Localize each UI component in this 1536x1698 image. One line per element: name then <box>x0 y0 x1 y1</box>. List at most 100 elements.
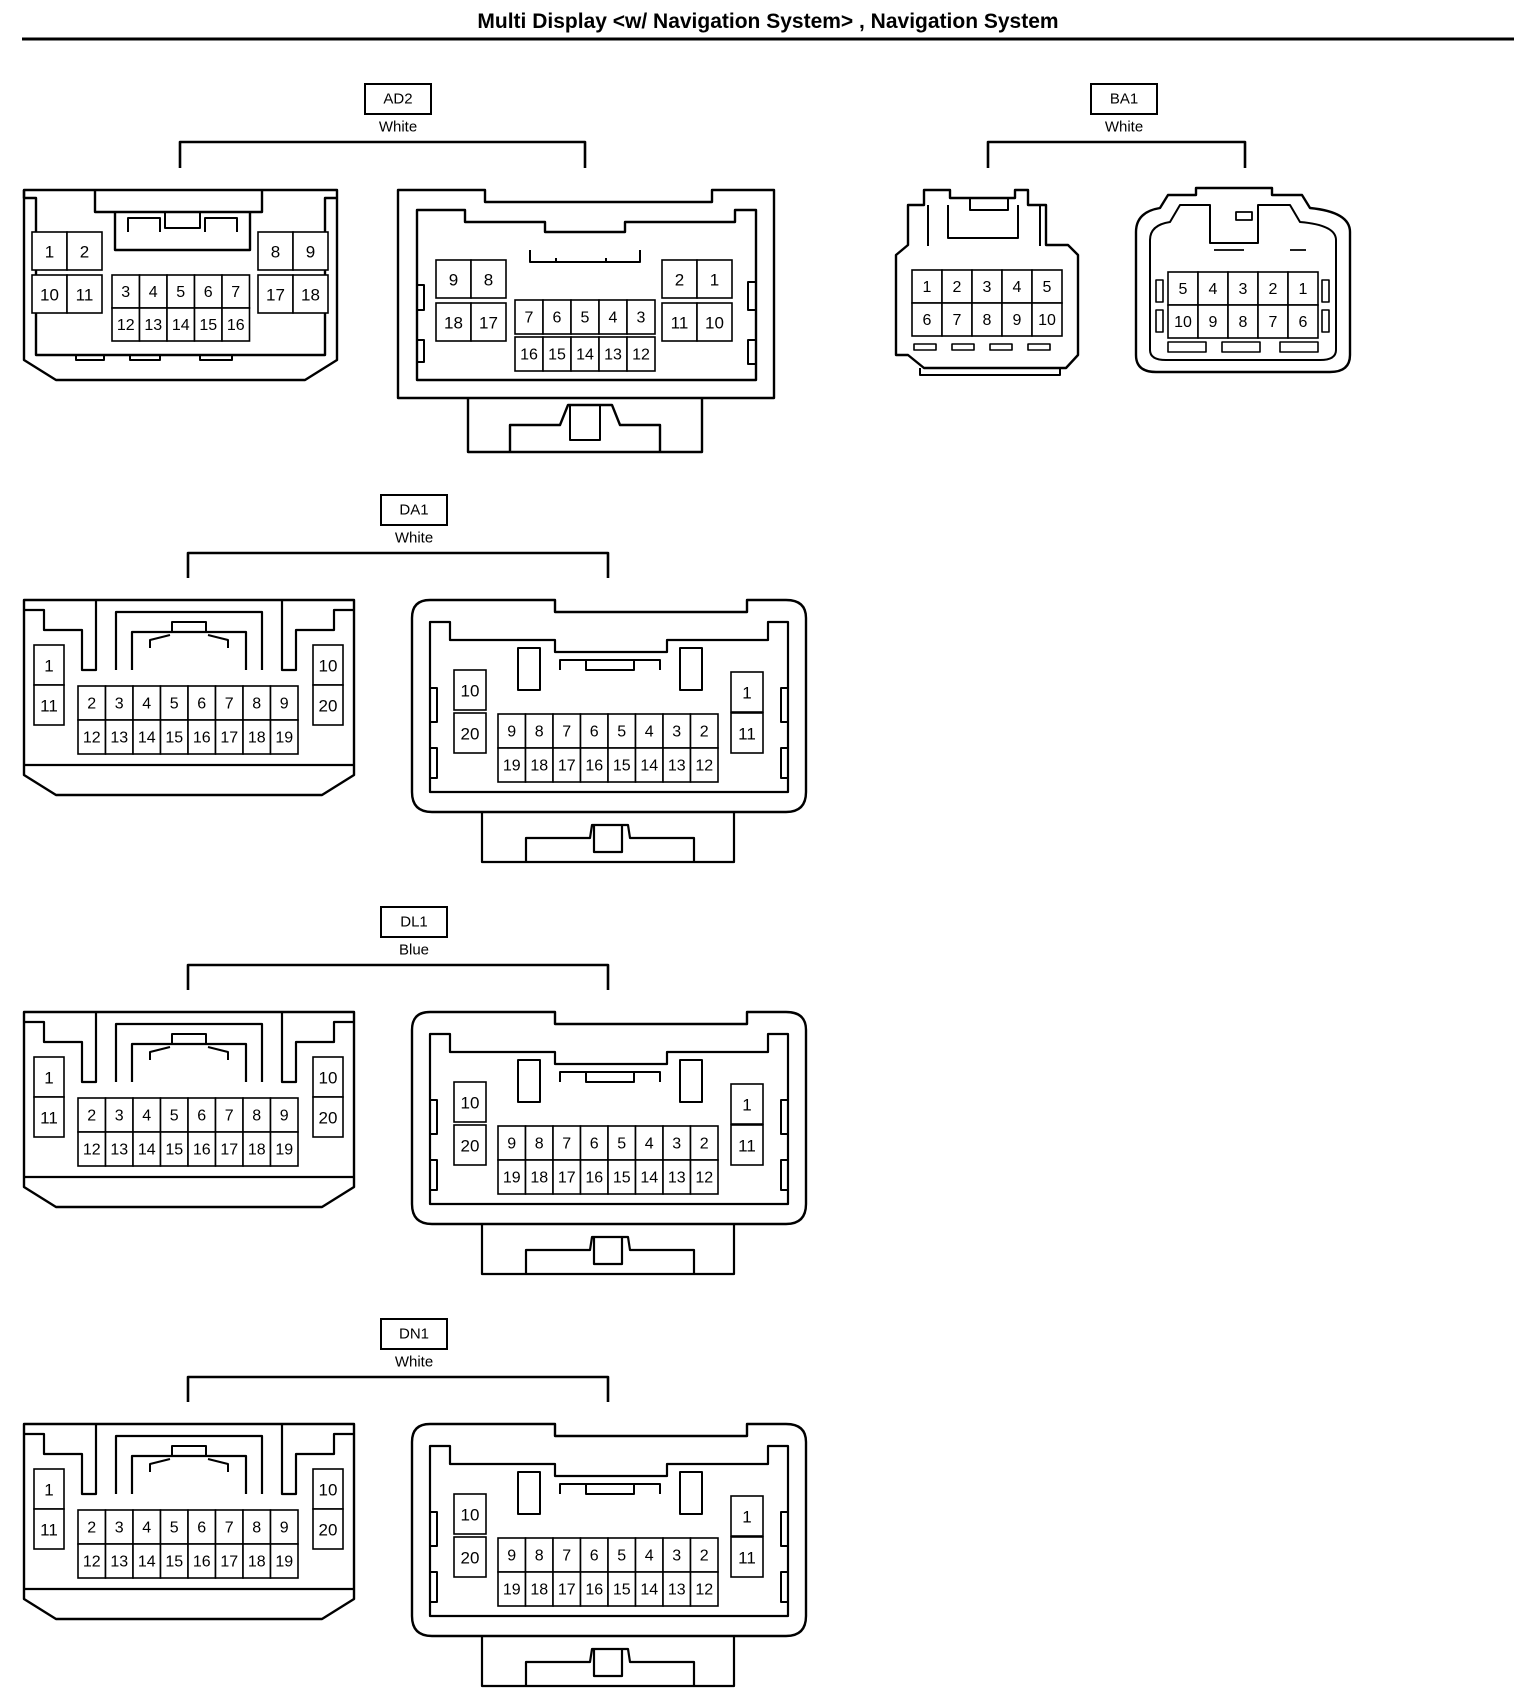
pin-number: 11 <box>76 286 94 305</box>
pin-cell <box>911 302 943 337</box>
pin-cell <box>159 1509 189 1545</box>
pin-number: 16 <box>193 730 211 747</box>
connector-housing <box>22 188 339 382</box>
pin-number: 10 <box>461 1094 480 1113</box>
pin-number: 11 <box>738 1137 756 1156</box>
pin-number: 2 <box>87 696 96 713</box>
pin-cell <box>132 719 162 755</box>
pin-cell <box>524 1125 554 1161</box>
pin-number: 2 <box>700 1136 709 1153</box>
pin-number: 3 <box>115 1520 124 1537</box>
connector-keyway <box>75 355 233 361</box>
pin-cell <box>662 713 692 749</box>
pin-number: 8 <box>271 243 280 262</box>
pin-cell <box>552 1537 582 1573</box>
pin-number: 5 <box>617 1136 626 1153</box>
pin-cell <box>453 1536 487 1578</box>
pin-number: 7 <box>1269 314 1278 331</box>
pin-number: 3 <box>672 1548 681 1565</box>
pin-cell <box>221 307 251 342</box>
pin-number: 9 <box>507 1548 516 1565</box>
connector-latch <box>114 1022 264 1082</box>
pin-number: 14 <box>640 1170 658 1187</box>
pin-number: 10 <box>705 314 724 333</box>
pin-cell <box>312 1508 344 1550</box>
pin-number: 4 <box>142 1520 151 1537</box>
pin-cell <box>662 747 692 783</box>
connector-housing <box>396 188 776 400</box>
pin-cell <box>689 747 719 783</box>
connector-latch-detail <box>149 621 229 648</box>
pin-number: 15 <box>165 1554 183 1571</box>
connector-inner-wall <box>428 620 790 794</box>
pin-number: 6 <box>197 1520 206 1537</box>
pin-number: 8 <box>983 312 992 329</box>
pin-number: 15 <box>613 1582 631 1599</box>
pin-number: 1 <box>923 279 932 296</box>
pin-number: 4 <box>645 1136 654 1153</box>
pin-number: 17 <box>558 1582 576 1599</box>
pin-cell <box>312 1096 344 1138</box>
pin-cell <box>269 1131 299 1167</box>
pin-number: 13 <box>110 1142 128 1159</box>
connector-housing <box>894 188 1080 370</box>
pin-cell <box>497 1571 527 1607</box>
connector-inner-wall <box>24 600 354 672</box>
connector-code: DL1 <box>400 914 428 931</box>
pin-number: 6 <box>204 284 213 301</box>
pin-number: 16 <box>585 758 603 775</box>
pin-number: 20 <box>319 697 338 716</box>
pin-cell <box>662 1159 692 1195</box>
pin-number: 6 <box>590 724 599 741</box>
connector-side-rib <box>430 1099 788 1191</box>
pin-number: 3 <box>637 310 646 327</box>
connector-code-box <box>380 906 448 938</box>
pin-number: 19 <box>275 1554 293 1571</box>
pin-cell <box>1001 269 1033 304</box>
pin-cell <box>579 1571 609 1607</box>
connector-side-rib <box>430 687 788 779</box>
connector-inner-wall <box>415 208 758 382</box>
pin-cell <box>435 259 472 299</box>
pin-cell <box>634 1159 664 1195</box>
connector-latch <box>559 659 661 671</box>
pin-number: 9 <box>1013 312 1022 329</box>
pin-number: 7 <box>225 1520 234 1537</box>
connector-code: DN1 <box>399 1326 429 1343</box>
connector-code-box <box>364 83 432 115</box>
connector-latch-detail <box>127 212 238 232</box>
pin-number: 3 <box>121 284 130 301</box>
pin-number: 3 <box>672 1136 681 1153</box>
pin-number: 20 <box>461 1549 480 1568</box>
pin-cell <box>470 302 507 342</box>
connector-guide <box>517 647 703 691</box>
pin-number: 18 <box>301 286 320 305</box>
pin-number: 18 <box>530 758 548 775</box>
pin-number: 10 <box>319 1069 338 1088</box>
pin-cell <box>312 1056 344 1098</box>
pin-number: 2 <box>1269 281 1278 298</box>
pin-cell <box>453 669 487 711</box>
pin-cell <box>1197 271 1229 306</box>
pin-number: 8 <box>484 271 493 290</box>
pin-number: 15 <box>613 1170 631 1187</box>
connector-slot <box>951 343 975 351</box>
pin-number: 2 <box>80 243 89 262</box>
pin-number: 13 <box>144 317 162 334</box>
pin-number: 18 <box>248 1142 266 1159</box>
pin-number: 18 <box>248 1554 266 1571</box>
pin-cell <box>662 1571 692 1607</box>
pin-cell <box>132 1543 162 1579</box>
pin-cell <box>33 1508 65 1550</box>
pin-number: 19 <box>503 1170 521 1187</box>
pin-number: 9 <box>280 696 289 713</box>
